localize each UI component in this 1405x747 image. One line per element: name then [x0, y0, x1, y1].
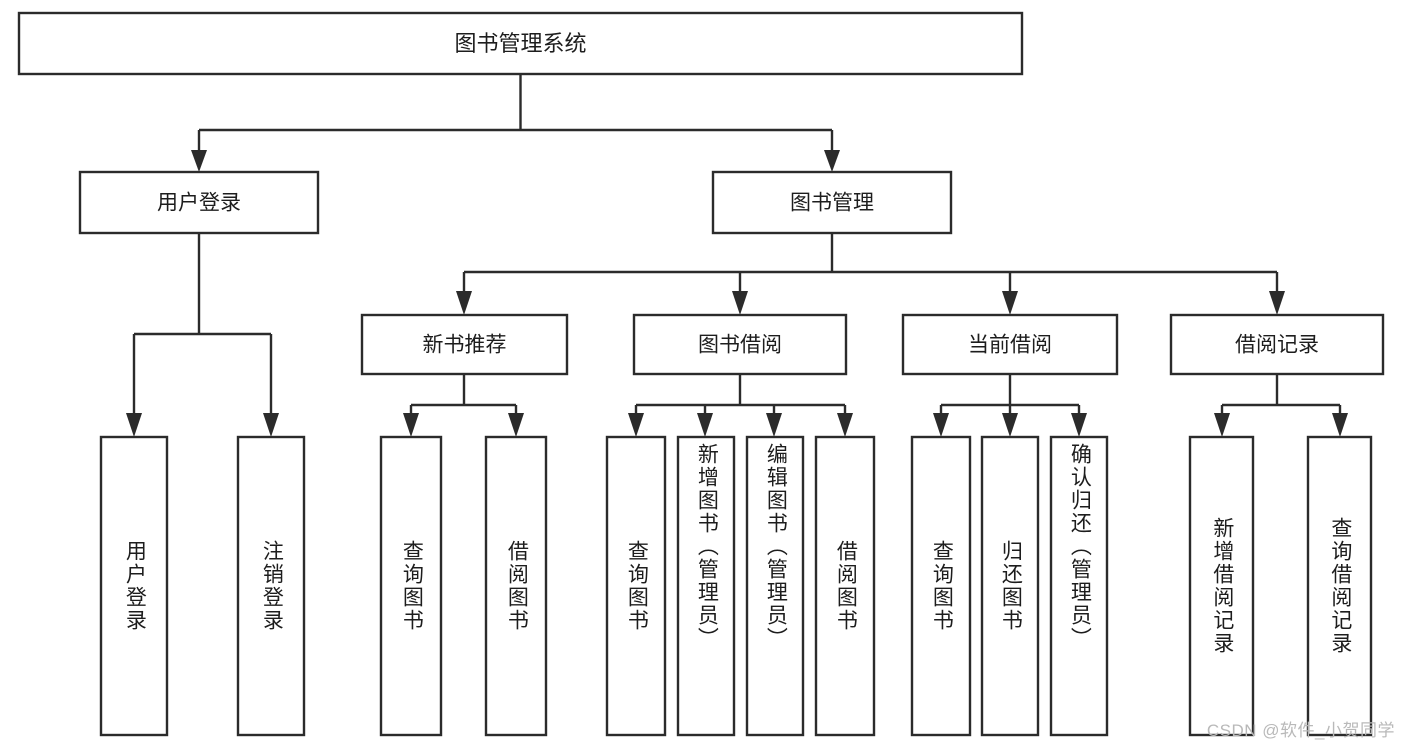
arrow-userlogin-icon	[191, 150, 207, 172]
arrow-leaf-query-book-1-icon	[403, 413, 419, 437]
watermark: CSDN @软件_小贺同学	[1206, 721, 1395, 740]
arrow-leaf-logout-login-icon	[263, 413, 279, 437]
arrow-leaf-return-book-icon	[1002, 413, 1018, 437]
node-book-manage-label: 图书管理	[790, 192, 874, 215]
arrow-leaf-query-book-3-icon	[933, 413, 949, 437]
node-leaf-query-book-1[interactable]	[379, 435, 443, 737]
arrow-leaf-add-record-icon	[1214, 413, 1230, 437]
node-leaf-logout-login[interactable]	[236, 435, 306, 737]
node-leaf-query-book-3[interactable]	[910, 435, 972, 737]
node-new-book-recommend[interactable]	[360, 313, 569, 376]
node-leaf-borrow-book-2[interactable]	[814, 435, 876, 737]
node-leaf-query-record[interactable]	[1306, 435, 1373, 737]
node-leaf-add-book[interactable]	[676, 435, 736, 737]
node-root[interactable]	[17, 11, 1024, 76]
node-book-borrow[interactable]	[632, 313, 848, 376]
arrow-leaf-user-login-icon	[126, 413, 142, 437]
node-borrow-record-label: 借阅记录	[1235, 334, 1319, 357]
node-borrow-record[interactable]	[1169, 313, 1385, 376]
arrow-leaf-borrow-book-1-icon	[508, 413, 524, 437]
node-leaf-add-record[interactable]	[1188, 435, 1255, 737]
node-root-label: 图书管理系统	[454, 31, 586, 56]
arrow-new-book-recommend-icon	[456, 291, 472, 315]
connector-layer	[126, 74, 1348, 437]
node-book-borrow-label: 图书借阅	[698, 334, 782, 357]
node-leaf-borrow-book-1[interactable]	[484, 435, 548, 737]
arrow-leaf-confirm-return-icon	[1071, 413, 1087, 437]
arrow-book-borrow-icon	[732, 291, 748, 315]
arrow-bookmanage-icon	[824, 150, 840, 172]
node-current-borrow-label: 当前借阅	[968, 334, 1052, 357]
node-current-borrow[interactable]	[901, 313, 1119, 376]
node-leaf-user-login[interactable]	[99, 435, 169, 737]
arrow-leaf-edit-book-icon	[766, 413, 782, 437]
node-layer: 图书管理系统 用户登录 图书管理 新书推荐 图书借阅 当前借阅 借阅记录	[17, 11, 1385, 737]
arrow-leaf-query-book-2-icon	[628, 413, 644, 437]
arrow-leaf-borrow-book-2-icon	[837, 413, 853, 437]
arrow-leaf-query-record-icon	[1332, 413, 1348, 437]
node-leaf-query-book-2[interactable]	[605, 435, 667, 737]
node-user-login[interactable]	[78, 170, 320, 235]
arrow-borrow-record-icon	[1269, 291, 1285, 315]
arrow-current-borrow-icon	[1002, 291, 1018, 315]
node-leaf-edit-book[interactable]	[745, 435, 805, 737]
node-new-book-recommend-label: 新书推荐	[423, 334, 507, 357]
node-book-manage[interactable]	[711, 170, 953, 235]
arrow-leaf-add-book-icon	[697, 413, 713, 437]
node-leaf-confirm-return[interactable]	[1049, 435, 1109, 737]
node-user-login-label: 用户登录	[157, 192, 241, 215]
node-leaf-return-book[interactable]	[980, 435, 1040, 737]
